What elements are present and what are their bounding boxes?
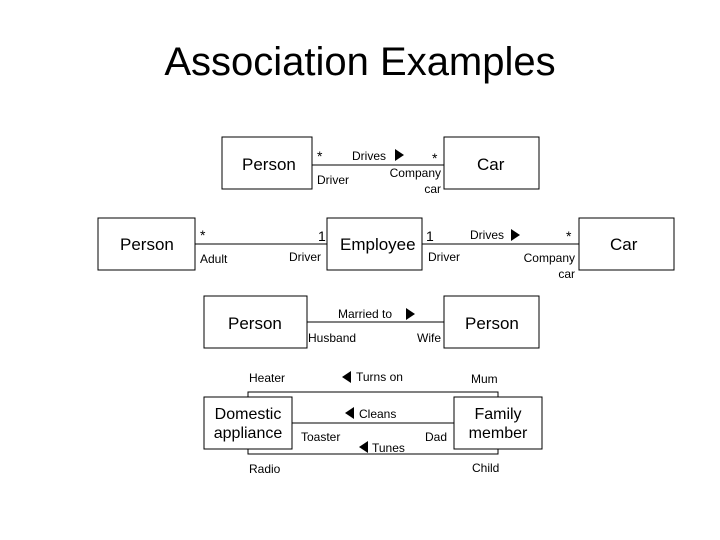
direction-arrow-right: [406, 308, 415, 320]
class-name: Person: [242, 155, 296, 174]
direction-arrow-left: [359, 441, 368, 453]
role-label: Child: [472, 461, 500, 475]
class-name: Car: [477, 155, 505, 174]
class-name: Family member: [468, 406, 528, 442]
association-name: Drives: [352, 149, 387, 163]
class-name: Person: [120, 235, 174, 254]
role-label: Toaster: [301, 430, 341, 444]
role-label: Radio: [249, 462, 281, 476]
association-name: Tunes: [372, 441, 405, 455]
multiplicity-label: 1: [318, 228, 326, 244]
class-box-car: [443, 136, 540, 190]
class-box-person: [221, 136, 313, 190]
direction-arrow-left: [342, 371, 351, 383]
multiplicity-label: 1: [426, 228, 434, 244]
association-name: Turns on: [356, 370, 403, 384]
role-label: Heater: [249, 371, 286, 385]
association-line-tunes: [247, 449, 499, 455]
role-label: Driver: [317, 173, 349, 187]
multiplicity-label: *: [432, 150, 438, 166]
class-name: Car: [610, 235, 638, 254]
association-name: Cleans: [359, 407, 397, 421]
role-label: Adult: [200, 252, 228, 266]
multiplicity-label: *: [200, 227, 206, 243]
role-label: Company car: [389, 166, 441, 196]
class-name: Person: [228, 314, 282, 333]
direction-arrow-left: [345, 407, 354, 419]
association-line-turns-on: [247, 391, 499, 397]
multiplicity-label: *: [317, 148, 323, 164]
role-label: Company car: [523, 251, 575, 281]
class-name: Domestic appliance: [213, 406, 283, 442]
association-name: Married to: [338, 307, 393, 321]
class-name: Employee: [340, 235, 416, 254]
role-label: Dad: [425, 430, 448, 444]
direction-arrow-right: [395, 149, 404, 161]
class-name: Person: [465, 314, 519, 333]
role-label: Driver: [428, 250, 460, 264]
role-label: Wife: [417, 331, 441, 345]
multiplicity-label: *: [566, 228, 572, 244]
role-label: Mum: [471, 372, 498, 386]
direction-arrow-right: [511, 229, 520, 241]
association-name: Drives: [470, 228, 505, 242]
role-label: Husband: [308, 331, 357, 345]
page-title: Association Examples: [164, 40, 556, 84]
role-label: Driver: [289, 250, 321, 264]
